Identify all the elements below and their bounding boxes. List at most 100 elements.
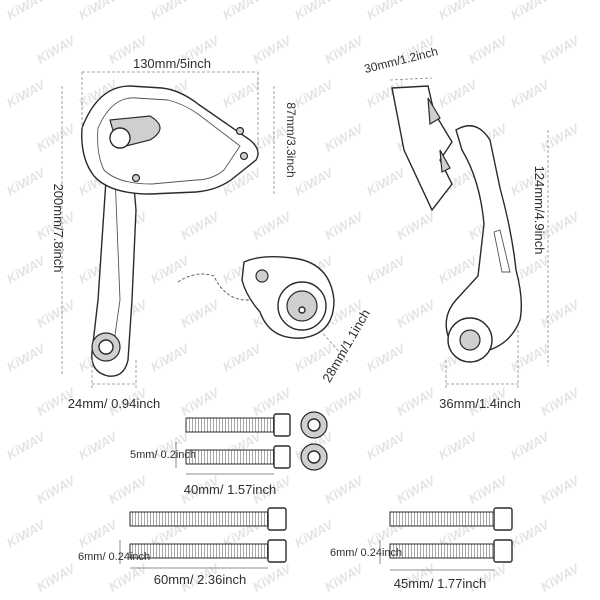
medium-bolt-2-shank bbox=[389, 543, 495, 559]
watermark-text: KiWAV bbox=[4, 516, 49, 550]
side-arm bbox=[445, 125, 523, 353]
arm-width-label: 24mm/ 0.94inch bbox=[68, 396, 161, 411]
watermark-text: KiWAV bbox=[178, 384, 223, 418]
watermark-text: KiWAV bbox=[508, 0, 553, 23]
watermark-text: KiWAV bbox=[466, 32, 511, 66]
watermark-text: KiWAV bbox=[148, 340, 193, 374]
watermark-text: KiWAV bbox=[508, 340, 553, 374]
mirror-plate-inner bbox=[97, 97, 241, 185]
watermark-text: KiWAV bbox=[436, 0, 481, 23]
watermark-text: KiWAV bbox=[250, 208, 295, 242]
watermark-text: KiWAV bbox=[364, 428, 409, 462]
watermark-text: KiWAV bbox=[436, 428, 481, 462]
watermark-text: KiWAV bbox=[34, 472, 79, 506]
watermark-text: KiWAV bbox=[364, 340, 409, 374]
watermark-text: KiWAV bbox=[220, 0, 265, 23]
plate-screw-1 bbox=[235, 126, 245, 136]
watermark-text: KiWAV bbox=[106, 472, 151, 506]
watermark-text: KiWAV bbox=[220, 340, 265, 374]
watermark-text: KiWAV bbox=[394, 296, 439, 330]
clamp-notch-2 bbox=[439, 149, 451, 173]
watermark-text: KiWAV bbox=[34, 120, 79, 154]
short-bolt-1-shank bbox=[185, 417, 275, 433]
watermark-text: KiWAV bbox=[76, 0, 121, 23]
watermark-text: KiWAV bbox=[508, 76, 553, 110]
watermark-text: KiWAV bbox=[148, 252, 193, 286]
watermark-text: KiWAV bbox=[4, 0, 49, 23]
plate-screw-2 bbox=[239, 151, 249, 161]
medium-bolt-dia-label: 6mm/ 0.24inch bbox=[330, 547, 402, 559]
watermark-text: KiWAV bbox=[34, 296, 79, 330]
short-bolt-len-label: 40mm/ 1.57inch bbox=[184, 482, 277, 497]
watermark-text: KiWAV bbox=[178, 296, 223, 330]
watermark-text: KiWAV bbox=[34, 560, 79, 594]
medium-bolt-2-head bbox=[493, 539, 513, 563]
washer-2-hole bbox=[307, 450, 321, 464]
side-arm-slot bbox=[493, 229, 511, 273]
washer-1-hole bbox=[307, 418, 321, 432]
long-bolt-len-label: 60mm/ 2.36inch bbox=[154, 572, 247, 587]
watermark-text: KiWAV bbox=[292, 516, 337, 550]
mirror-plate bbox=[81, 85, 259, 195]
watermark-text: KiWAV bbox=[4, 76, 49, 110]
pivot-center bbox=[298, 306, 306, 314]
clamp-notch-1 bbox=[427, 97, 441, 126]
side-view: 30mm/1.2inch 124mm/4.9inch 36mm/1.4inch bbox=[363, 44, 549, 411]
watermark-text: KiWAV bbox=[394, 472, 439, 506]
watermark-text: KiWAV bbox=[538, 384, 583, 418]
overall-height-label: 200mm/7.8inch bbox=[51, 184, 66, 273]
watermark-text: KiWAV bbox=[76, 516, 121, 550]
arm-base-hole bbox=[98, 339, 114, 355]
side-height-label: 124mm/4.9inch bbox=[532, 166, 547, 255]
watermark-text: KiWAV bbox=[364, 164, 409, 198]
long-bolt-2-head bbox=[267, 539, 287, 563]
front-view-mirror: 130mm/5inch 87mm/3.3inch 200mm/7.8inch 2… bbox=[51, 56, 298, 411]
side-pivot-hub bbox=[459, 329, 481, 351]
watermark-text: KiWAV bbox=[508, 428, 553, 462]
medium-bolt-len-label: 45mm/ 1.77inch bbox=[394, 576, 487, 591]
watermark-text: KiWAV bbox=[322, 384, 367, 418]
watermark-text: KiWAV bbox=[4, 252, 49, 286]
watermark-text: KiWAV bbox=[466, 472, 511, 506]
watermark-text: KiWAV bbox=[76, 428, 121, 462]
watermark-text: KiWAV bbox=[250, 560, 295, 594]
watermark-text: KiWAV bbox=[106, 560, 151, 594]
watermark-text: KiWAV bbox=[4, 340, 49, 374]
watermark-text: KiWAV bbox=[436, 76, 481, 110]
watermark-text: KiWAV bbox=[364, 252, 409, 286]
hardware-long-bolts: 6mm/ 0.24inch 60mm/ 2.36inch bbox=[78, 507, 287, 587]
watermark-text: KiWAV bbox=[394, 384, 439, 418]
watermark-text: KiWAV bbox=[538, 296, 583, 330]
watermark-text: KiWAV bbox=[538, 32, 583, 66]
watermark-text: KiWAV bbox=[250, 32, 295, 66]
watermark-text: KiWAV bbox=[322, 472, 367, 506]
watermark-text: KiWAV bbox=[148, 0, 193, 23]
long-bolt-1-head bbox=[267, 507, 287, 531]
pivot-ghost-outline bbox=[177, 273, 272, 301]
pivot-small-boss bbox=[255, 269, 269, 283]
pivot-dim-line bbox=[319, 329, 349, 363]
watermark-text: KiWAV bbox=[4, 164, 49, 198]
hardware-medium-bolts: 6mm/ 0.24inch 45mm/ 1.77inch bbox=[330, 507, 513, 591]
watermark-text: KiWAV bbox=[178, 208, 223, 242]
watermark-text: KiWAV bbox=[292, 0, 337, 23]
watermark-text: KiWAV bbox=[508, 516, 553, 550]
arm-pivot-top bbox=[109, 127, 131, 149]
hardware-short-bolts: 5mm/ 0.2inch 40mm/ 1.57inch bbox=[130, 411, 328, 497]
watermark-text: KiWAV bbox=[538, 560, 583, 594]
mirror-arm bbox=[91, 138, 137, 377]
medium-bolt-1-head bbox=[493, 507, 513, 531]
watermark-text: KiWAV bbox=[538, 120, 583, 154]
plate-height-label: 87mm/3.3inch bbox=[284, 102, 298, 177]
watermark-text: KiWAV bbox=[538, 472, 583, 506]
long-bolt-dia-label: 6mm/ 0.24inch bbox=[78, 551, 150, 563]
watermark-text: KiWAV bbox=[322, 32, 367, 66]
watermark-text: KiWAV bbox=[394, 208, 439, 242]
long-bolt-2-shank bbox=[129, 543, 269, 559]
watermark-text: KiWAV bbox=[322, 560, 367, 594]
pivot-ball bbox=[286, 290, 318, 322]
short-bolt-dia-label: 5mm/ 0.2inch bbox=[130, 449, 196, 461]
short-bolt-1-head bbox=[273, 413, 291, 437]
watermark-text: KiWAV bbox=[322, 208, 367, 242]
